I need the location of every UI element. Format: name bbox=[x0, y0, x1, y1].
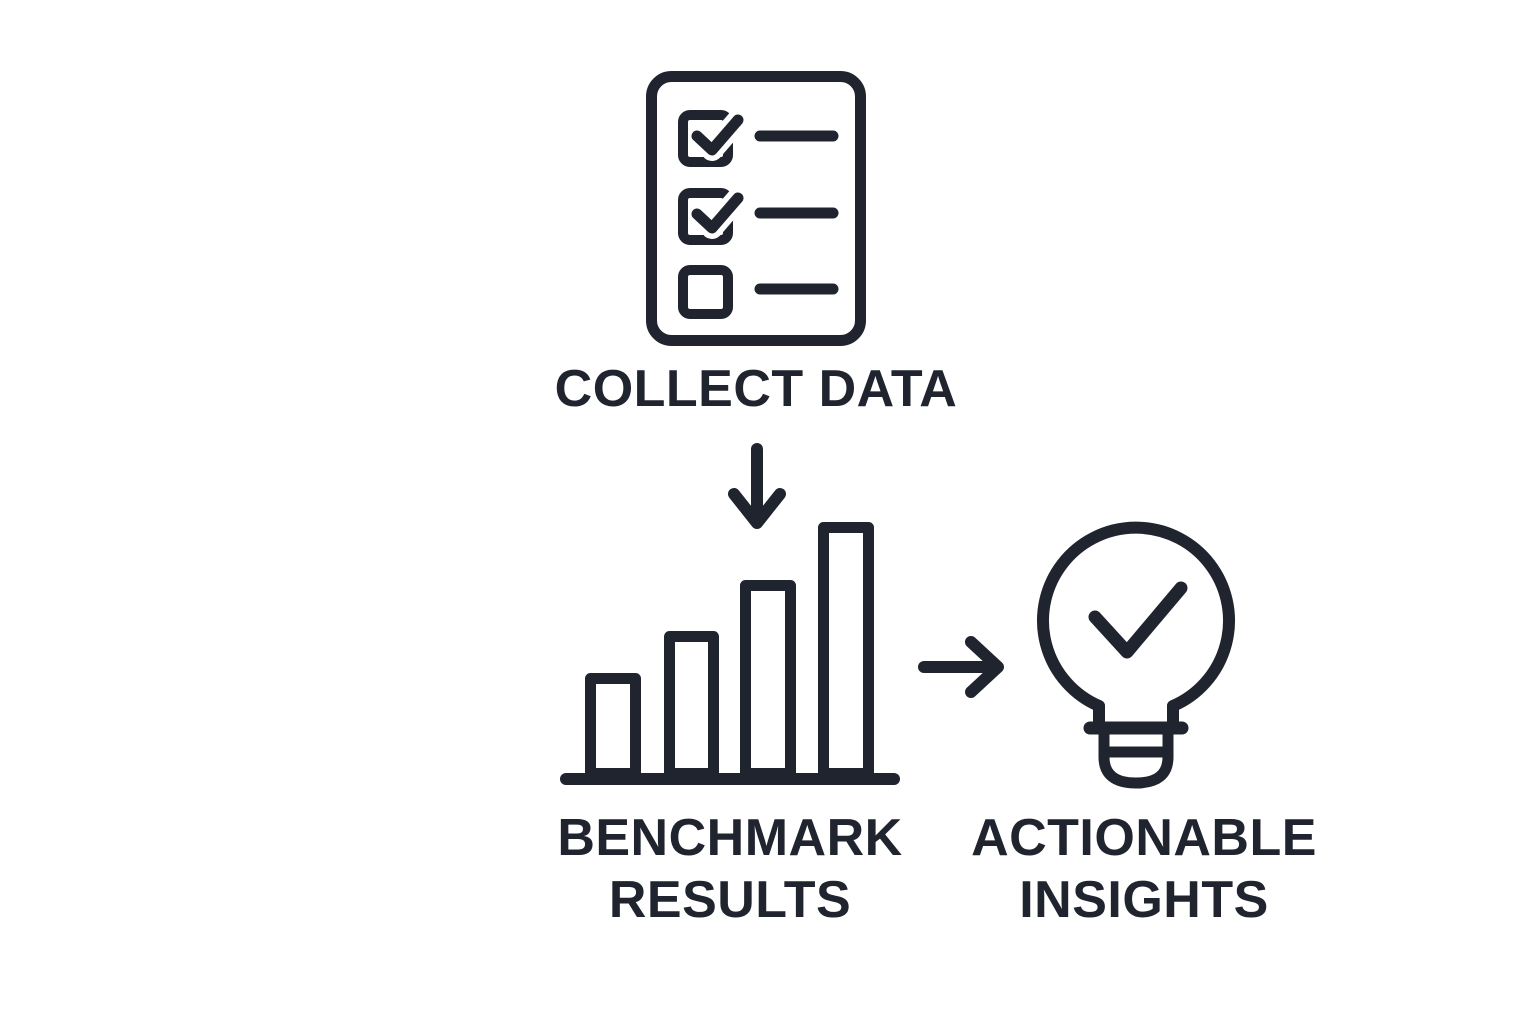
benchmark-results-label: BENCHMARK RESULTS bbox=[557, 807, 902, 931]
lightbulb-check-icon bbox=[1037, 521, 1235, 789]
label-line: BENCHMARK bbox=[557, 809, 903, 867]
actionable-insights-label: ACTIONABLE INSIGHTS bbox=[971, 807, 1317, 931]
arrow-right-icon bbox=[918, 636, 1004, 698]
label-line: RESULTS bbox=[608, 871, 852, 929]
checklist-document-icon bbox=[646, 71, 866, 346]
label-line: INSIGHTS bbox=[1019, 871, 1269, 929]
label-line: COLLECT DATA bbox=[554, 360, 958, 418]
collect-data-label: COLLECT DATA bbox=[555, 358, 958, 420]
label-line: ACTIONABLE bbox=[971, 809, 1317, 867]
arrow-down-icon bbox=[728, 443, 786, 529]
bar-chart-icon bbox=[560, 522, 900, 785]
